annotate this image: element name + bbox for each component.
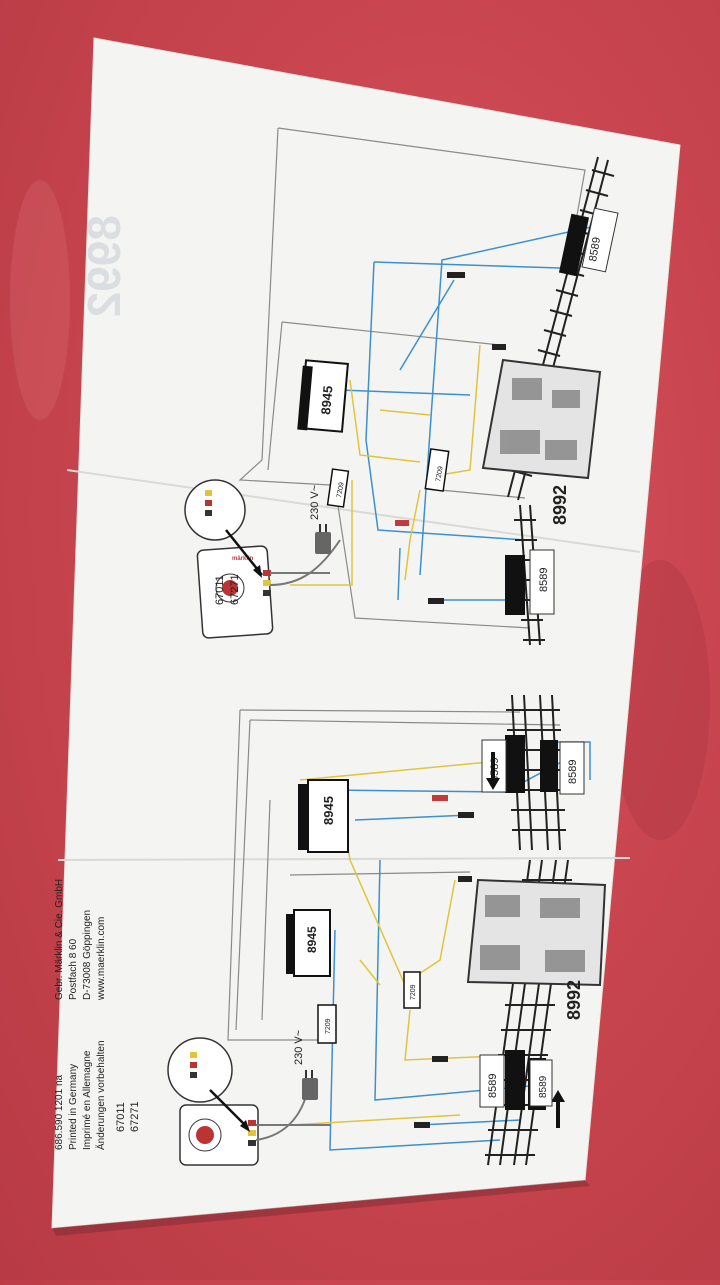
distributor-7209-b: 7209 — [424, 448, 450, 492]
power-plug-upper: 230 V~ — [309, 485, 331, 554]
footer-right: 686.590 1201 na Printed in Germany Impri… — [54, 1040, 107, 1150]
distributor-7209-lower-a: 7209 — [403, 971, 421, 1009]
transformer-lower — [167, 1037, 330, 1166]
svg-text:8589: 8589 — [587, 236, 603, 262]
svg-text:7209: 7209 — [336, 482, 346, 499]
signal-8589-top: 8589 — [558, 207, 619, 277]
fold-line-2 — [57, 857, 631, 861]
svg-text:märklin: märklin — [232, 556, 254, 562]
svg-text:8945: 8945 — [305, 926, 319, 953]
transformer-code-2: 67271 — [129, 1101, 141, 1132]
signal-8992-panel-lower: 8992 — [466, 878, 607, 1020]
svg-text:7209: 7209 — [325, 1018, 332, 1034]
transformer-code-1: 67011 — [115, 1102, 127, 1132]
svg-text:8589: 8589 — [538, 568, 550, 592]
svg-text:8589: 8589 — [567, 760, 579, 784]
power-plug-lower: 230 V~ — [293, 1030, 318, 1100]
svg-text:8589: 8589 — [538, 1075, 549, 1098]
changes-note: Änderungen vorbehalten — [95, 1040, 107, 1150]
svg-text:7209: 7209 — [435, 466, 445, 483]
svg-text:8945: 8945 — [321, 796, 336, 825]
svg-text:8589: 8589 — [487, 1074, 499, 1098]
faded-title: 8992 — [78, 215, 130, 317]
city: D-73008 Göppingen — [82, 910, 93, 1000]
company-name: Gebr. Märklin & Cie. GmbH — [54, 879, 65, 1000]
module-8945: 8945 — [297, 359, 349, 433]
svg-text:7209: 7209 — [410, 984, 417, 1000]
svg-text:67011: 67011 — [214, 575, 226, 605]
signal-8589-bottom: 8589 — [505, 549, 555, 615]
distributor-7209-lower-b: 7209 — [317, 1004, 337, 1044]
signal-8589-lower-d: 8589 — [528, 1058, 553, 1110]
module-8945-lower-a: 8945 — [298, 779, 349, 853]
svg-text:8992: 8992 — [550, 485, 570, 525]
postfach: Postfach 8 60 — [68, 938, 79, 1000]
direction-arrow-up-icon — [551, 1090, 565, 1128]
signal-8992-panel: 8992 — [481, 358, 602, 525]
imprime: Imprimé en Allemagne — [82, 1050, 93, 1150]
paper-leaflet — [51, 37, 681, 1229]
distributor-7209-a: 7209 — [326, 468, 350, 508]
part-number: 686.590 1201 na — [54, 1074, 65, 1150]
direction-arrow-down-icon — [486, 752, 500, 790]
svg-text:230 V~: 230 V~ — [293, 1030, 305, 1065]
svg-text:8992: 8992 — [564, 980, 584, 1020]
lower-diagram: 8589 8589 8992 8945 — [54, 694, 607, 1166]
svg-text:67271: 67271 — [229, 574, 241, 605]
svg-text:230 V~: 230 V~ — [309, 485, 321, 520]
signal-8589-lower-a: 8589 — [481, 735, 525, 793]
fold-line-1 — [66, 469, 641, 553]
website: www.maerklin.com — [96, 917, 107, 1001]
svg-text:8945: 8945 — [318, 385, 335, 415]
footer-left: Gebr. Märklin & Cie. GmbH Postfach 8 60 … — [54, 879, 107, 1001]
transformer-upper: märklin 67011 67271 — [184, 479, 341, 639]
signal-8589-lower-b: 8589 — [540, 740, 585, 795]
printed-in: Printed in Germany — [68, 1064, 79, 1150]
signal-8589-lower-c: 8589 — [479, 1050, 525, 1110]
upper-diagram: 8589 8992 8945 7209 7209 — [184, 127, 619, 646]
module-8945-lower-b: 8945 — [286, 909, 331, 977]
